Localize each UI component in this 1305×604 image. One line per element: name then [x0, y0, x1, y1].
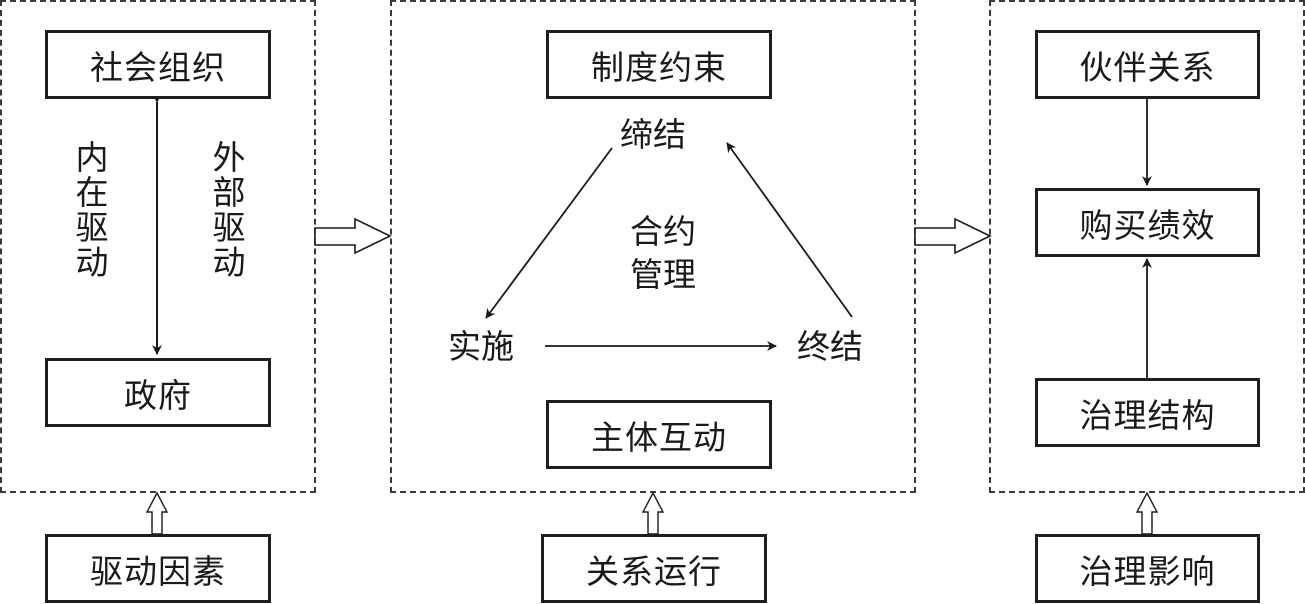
external-drive-label: 外部驱动 — [207, 140, 246, 280]
cycle-implement-label: 实施 — [448, 327, 514, 366]
cycle-terminate-label: 终结 — [797, 327, 863, 366]
actor-interaction-box: 主体互动 — [546, 400, 772, 469]
hollow-up-arrow-driving — [145, 491, 169, 535]
arrow-conclude-to-implement — [485, 147, 613, 319]
institutional-constraint-box: 制度约束 — [546, 30, 772, 99]
social-organization-box: 社会组织 — [45, 30, 271, 99]
internal-drive-label: 内在驱动 — [70, 140, 109, 280]
contract-management-line2: 管理 — [630, 255, 696, 294]
purchase-performance-box: 购买绩效 — [1035, 188, 1260, 257]
cycle-conclude-label: 缔结 — [620, 115, 686, 154]
hollow-up-arrow-operation — [641, 491, 665, 535]
contract-management-line1: 合约 — [630, 212, 696, 251]
hollow-arrow-left-to-middle — [314, 217, 392, 255]
hollow-up-arrow-impact — [1135, 491, 1159, 535]
partnership-box: 伙伴关系 — [1035, 30, 1260, 99]
hollow-arrow-middle-to-right — [914, 217, 992, 255]
arrow-terminate-to-conclude — [726, 142, 853, 318]
government-box: 政府 — [45, 358, 271, 427]
governance-structure-box: 治理结构 — [1035, 378, 1260, 447]
driving-factors-box: 驱动因素 — [45, 534, 271, 603]
driving-factors-panel — [0, 0, 316, 493]
relationship-operation-box: 关系运行 — [541, 534, 767, 603]
governance-impact-box: 治理影响 — [1035, 534, 1260, 603]
